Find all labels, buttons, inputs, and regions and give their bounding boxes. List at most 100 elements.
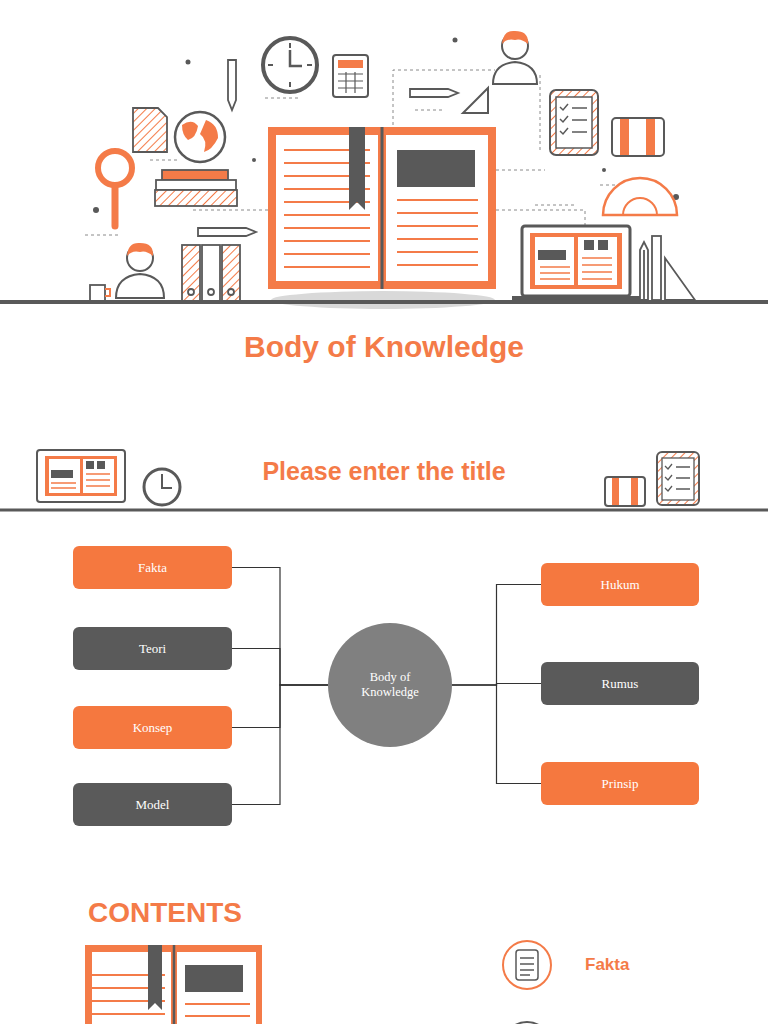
book-icon-part <box>173 945 176 1024</box>
laptop-icon-part <box>538 250 566 260</box>
person-icon <box>493 31 537 84</box>
striped-box-icon <box>612 118 664 156</box>
ground-line <box>0 300 768 304</box>
box-label: Teori <box>139 641 166 657</box>
protractor-icon-part <box>623 198 657 215</box>
box-label: Konsep <box>133 720 173 736</box>
drawing-tools-part <box>665 258 695 300</box>
laptop-icon-part <box>535 237 574 285</box>
guide-lines-part <box>496 170 545 171</box>
center-circle: Body of Knowledge <box>328 623 452 747</box>
guide-lines-part <box>535 205 575 206</box>
contents-icon-part <box>503 941 551 989</box>
clipboard-icon-part <box>550 90 598 155</box>
globe-icon-part <box>182 122 198 140</box>
protractor-icon <box>603 178 677 215</box>
dots-part <box>453 38 458 43</box>
person-icon-part <box>127 243 153 256</box>
laptop-icon-part <box>584 240 594 250</box>
contents-icon-part <box>516 950 538 980</box>
clock-icon-part <box>144 469 180 505</box>
striped-box-icon-part <box>646 119 655 155</box>
calculator-icon <box>333 55 368 97</box>
binders-part <box>222 245 240 301</box>
guide-lines-part <box>265 98 300 99</box>
laptop-icon-part <box>540 258 612 279</box>
binders-part <box>208 289 214 295</box>
book-icon-part <box>177 952 256 1024</box>
book-illustration <box>268 127 496 309</box>
guide-lines-part <box>150 160 180 161</box>
topic-box: Konsep <box>73 706 232 749</box>
books-stack <box>155 170 237 206</box>
pencil-icon <box>410 89 458 97</box>
globe-icon-part <box>175 112 225 162</box>
laptop-icon-part <box>530 233 622 289</box>
striped-box-icon-part <box>620 119 629 155</box>
books-stack-part <box>155 190 237 206</box>
topic-box: Prinsip <box>541 762 699 805</box>
section-heading: CONTENTS <box>88 897 242 929</box>
dots-part <box>186 60 191 65</box>
book-illustration-part <box>268 127 496 289</box>
topic-box: Model <box>73 783 232 826</box>
calculator-icon-part <box>338 72 363 93</box>
pencil-icon <box>228 60 236 110</box>
clock-icon-part <box>263 38 317 92</box>
clipboard-icon-part <box>665 464 690 491</box>
topic-box: Teori <box>73 627 232 670</box>
magnifier-icon-part <box>112 186 119 226</box>
book-illustration-part <box>386 135 488 281</box>
topic-box: Rumus <box>541 662 699 705</box>
clock-icon <box>144 469 180 505</box>
connector-line <box>232 568 328 686</box>
contents-icon-part <box>503 1022 551 1024</box>
connector-line <box>452 585 541 686</box>
person-icon-part <box>493 62 537 84</box>
book-illustration-part <box>397 150 475 187</box>
protractor-icon-part <box>603 178 677 215</box>
pencil-icon-part <box>410 89 458 97</box>
connector-line <box>232 649 328 686</box>
tablet-icon-part <box>51 470 73 478</box>
binders-part <box>202 245 220 301</box>
tablet-icon-part <box>83 459 114 493</box>
binders-part <box>188 289 194 295</box>
striped-box-icon-part <box>612 118 664 156</box>
person-icon <box>116 243 164 298</box>
book-icon-part <box>92 975 250 1016</box>
guide-lines-part <box>85 235 118 236</box>
contents-item: Fakta <box>585 955 629 975</box>
striped-box-icon <box>605 477 645 506</box>
tablet-icon-part <box>51 474 110 488</box>
dots-part <box>602 168 606 172</box>
pencil-icon <box>198 228 256 236</box>
slide-heading: Please enter the title <box>0 457 768 486</box>
person-icon-part <box>502 31 528 44</box>
guide-lines-part <box>393 70 495 125</box>
box-label: Rumus <box>602 676 639 692</box>
tablet-icon <box>37 450 125 502</box>
contents-icon-part <box>520 958 534 975</box>
box-label: Model <box>136 797 170 813</box>
clock-icon-part <box>290 50 302 66</box>
binders-part <box>228 289 234 295</box>
globe-icon-part <box>200 120 218 152</box>
tablet-icon-part <box>37 450 125 502</box>
book-illustration-part <box>349 127 365 210</box>
box-label: Prinsip <box>602 776 639 792</box>
striped-box-icon-part <box>612 478 619 505</box>
topic-box: Hukum <box>541 563 699 606</box>
document-icon <box>133 108 167 152</box>
contents-icon <box>503 941 551 1024</box>
clock-icon <box>263 38 317 92</box>
guide-lines-part <box>415 110 445 111</box>
calculator-icon-part <box>333 55 368 97</box>
clock-icon-part <box>162 474 172 488</box>
drawing-tools-part <box>643 250 645 300</box>
slide-title: Body of Knowledge <box>0 330 768 364</box>
circle-fill <box>328 623 452 747</box>
topic-box: Fakta <box>73 546 232 589</box>
person-icon-part <box>116 274 164 298</box>
